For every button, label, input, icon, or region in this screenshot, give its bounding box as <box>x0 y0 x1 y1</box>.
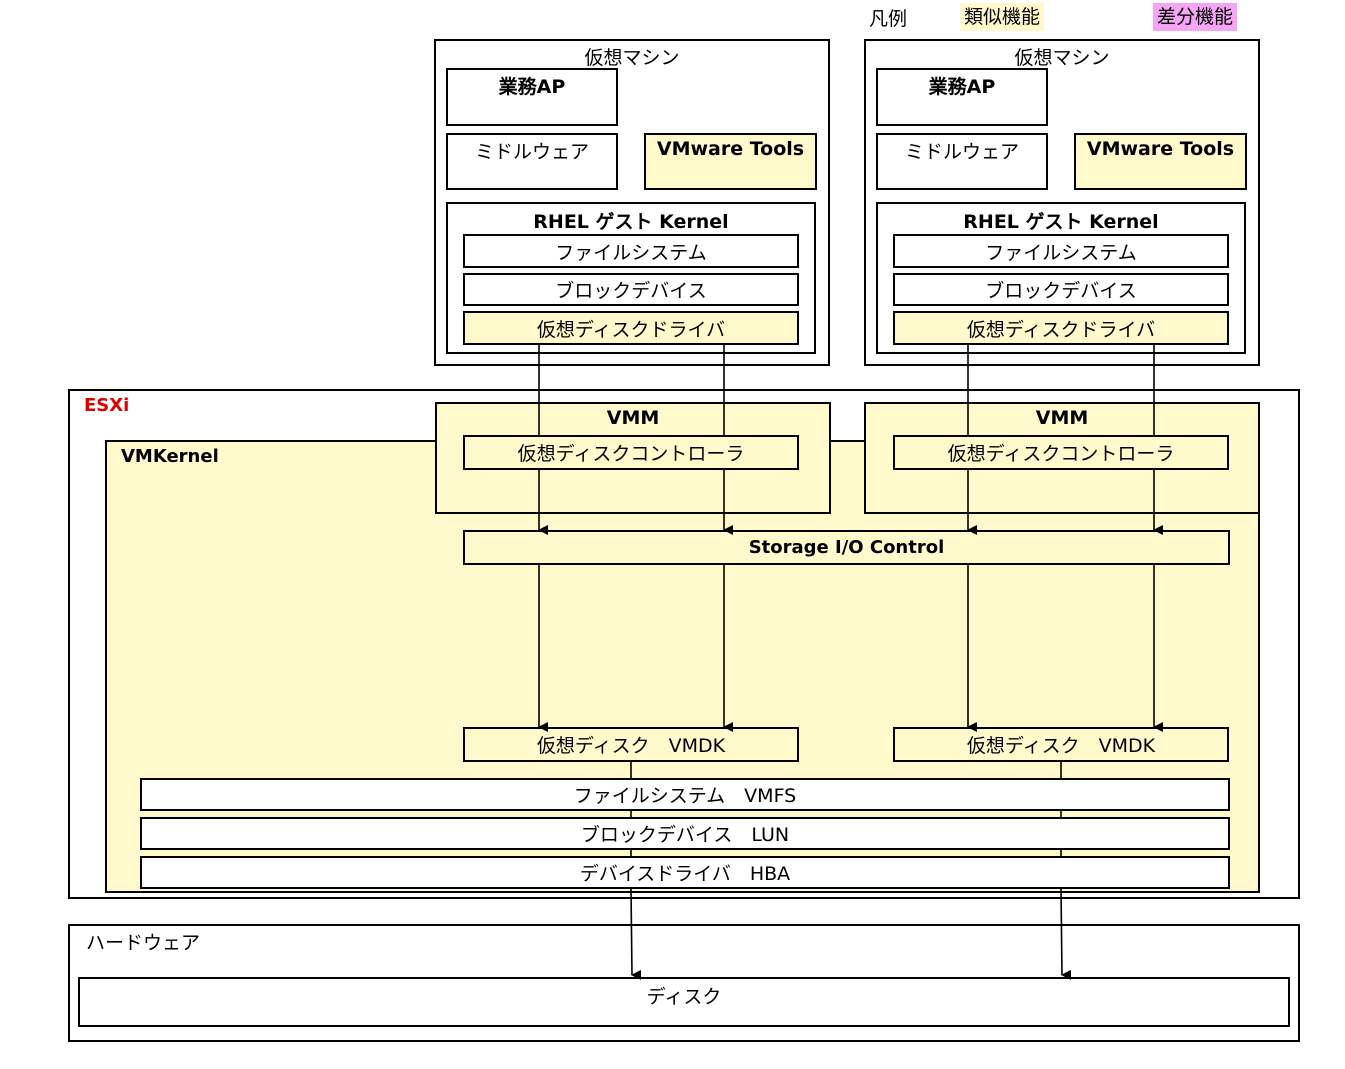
lun-block-device: ブロックデバイス LUN <box>140 817 1230 850</box>
vmware-tools-box: VMware Tools <box>1074 133 1247 190</box>
virtual-disk-vmdk-2: 仮想ディスク VMDK <box>893 727 1229 762</box>
vmware-tools-label: VMware Tools <box>656 138 805 160</box>
guest-block-device: ブロックデバイス <box>893 273 1229 306</box>
vmfs-filesystem: ファイルシステム VMFS <box>140 778 1230 811</box>
vmware-tools-label: VMware Tools <box>1086 138 1235 160</box>
vmkernel-label: VMKernel <box>121 446 219 467</box>
guest-filesystem: ファイルシステム <box>893 234 1229 268</box>
guest-kernel-label: RHEL ゲスト Kernel <box>963 211 1159 233</box>
vmm-label: VMM <box>1035 407 1089 429</box>
esxi-label: ESXi <box>84 395 130 416</box>
middleware-label: ミドルウェア <box>474 141 589 163</box>
legend-title: 凡例 <box>869 8 908 30</box>
legend-different: 差分機能 <box>1153 3 1238 31</box>
middleware-label: ミドルウェア <box>904 141 1019 163</box>
hba-device-driver: デバイスドライバ HBA <box>140 856 1230 889</box>
virtual-disk-controller: 仮想ディスクコントローラ <box>893 435 1229 470</box>
vmm-label: VMM <box>606 407 660 429</box>
storage-io-control: Storage I/O Control <box>463 530 1230 565</box>
virtual-disk-driver: 仮想ディスクドライバ <box>463 311 799 345</box>
virtual-disk-vmdk-1: 仮想ディスク VMDK <box>463 727 799 762</box>
legend-similar: 類似機能 <box>960 3 1045 31</box>
guest-kernel-label: RHEL ゲスト Kernel <box>533 211 729 233</box>
virtual-disk-controller: 仮想ディスクコントローラ <box>463 435 799 470</box>
middleware-box: ミドルウェア <box>876 133 1048 190</box>
business-app-box: 業務AP <box>876 68 1048 126</box>
virtual-disk-driver: 仮想ディスクドライバ <box>893 311 1229 345</box>
vm-title: 仮想マシン <box>1014 47 1110 69</box>
business-app-label: 業務AP <box>498 76 566 98</box>
business-app-box: 業務AP <box>446 68 618 126</box>
hardware-label: ハードウェア <box>86 932 201 954</box>
physical-disk-label: ディスク <box>646 986 722 1008</box>
business-app-label: 業務AP <box>928 76 996 98</box>
guest-filesystem: ファイルシステム <box>463 234 799 268</box>
vm-title: 仮想マシン <box>584 47 680 69</box>
vmware-tools-box: VMware Tools <box>644 133 817 190</box>
physical-disk: ディスク <box>78 977 1290 1027</box>
guest-block-device: ブロックデバイス <box>463 273 799 306</box>
middleware-box: ミドルウェア <box>446 133 618 190</box>
